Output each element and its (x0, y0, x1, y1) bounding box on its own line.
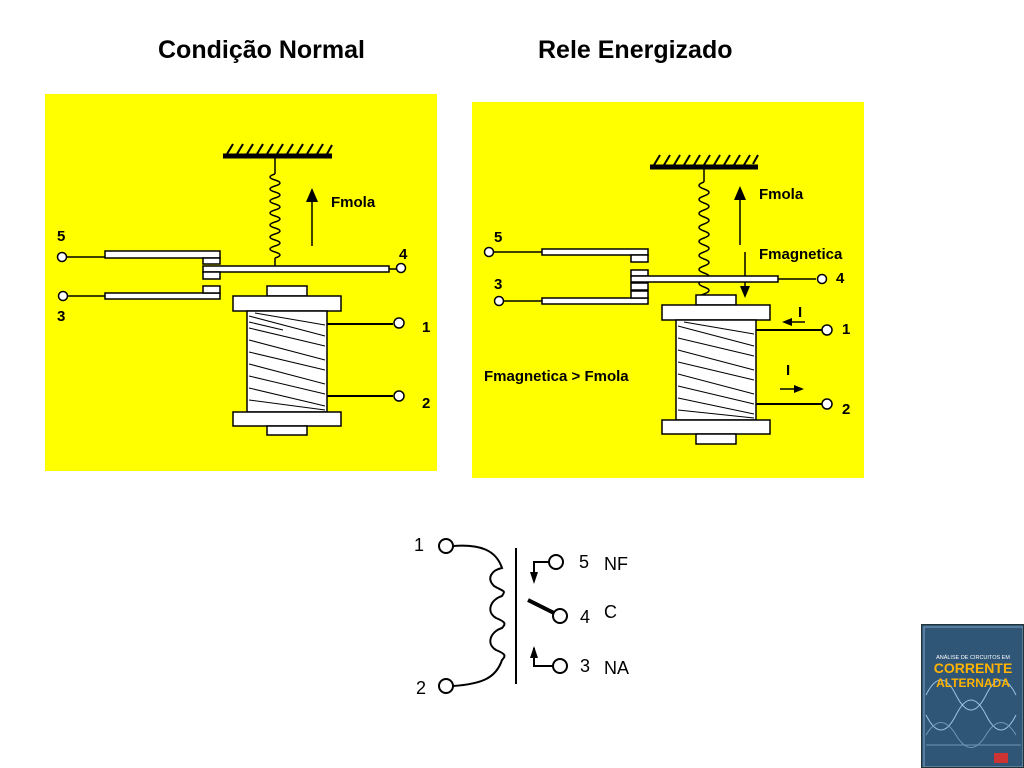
coil-energized (661, 294, 771, 445)
terminal-2-label: 2 (422, 395, 430, 412)
coil-winding (452, 544, 506, 687)
comparison-label: Fmagnetica > Fmola (484, 368, 629, 385)
terminal-1-label-energized: 1 (842, 321, 850, 338)
fmola-label-energized: Fmola (759, 186, 804, 203)
terminal-5-label-energized: 5 (494, 229, 502, 246)
c-label: C (604, 602, 617, 622)
pin-4-label: 4 (580, 607, 590, 627)
na-label: NA (604, 658, 629, 678)
terminal-3-label: 3 (57, 308, 65, 325)
fmola-label: Fmola (331, 194, 376, 211)
pin-5-label: 5 (579, 552, 589, 572)
pin-3-label: 3 (580, 656, 590, 676)
current-out-label: I (786, 362, 790, 379)
book-cover-thumbnail: ANÁLISE DE CIRCUITOS EM CORRENTE ALTERNA… (921, 624, 1024, 768)
ground-hatch (223, 143, 333, 159)
normal-condition-panel: Fmola 5 4 3 1 2 (45, 94, 437, 471)
relay-symbol: 1 2 5 NF 4 C 3 NA (410, 520, 650, 720)
terminal-4-label: 4 (399, 246, 408, 263)
coil (232, 285, 342, 436)
normal-relay-diagram: Fmola 5 4 3 1 2 (56, 143, 430, 436)
spring (269, 173, 281, 259)
current-in-label: I (798, 304, 802, 321)
ground-hatch-energized (650, 154, 759, 170)
terminal-4-label-energized: 4 (836, 270, 845, 287)
book-line2: CORRENTE (934, 660, 1013, 676)
book-line1: ANÁLISE DE CIRCUITOS EM (936, 654, 1010, 661)
terminal-3-label-energized: 3 (494, 276, 502, 293)
energized-relay-panel: Fmola Fmagnetica 5 4 3 F (472, 102, 864, 478)
nf-label: NF (604, 554, 628, 574)
relay-symbol-svg: 1 2 5 NF 4 C 3 NA (414, 535, 629, 698)
book-line3: ALTERNADA (936, 676, 1010, 690)
energized-relay-diagram: Fmola Fmagnetica 5 4 3 F (483, 154, 850, 445)
title-normal-condition: Condição Normal (158, 36, 365, 64)
pin-2-label: 2 (416, 678, 426, 698)
book-cover-art: ANÁLISE DE CIRCUITOS EM CORRENTE ALTERNA… (922, 625, 1023, 767)
terminal-2-label-energized: 2 (842, 401, 850, 418)
title-energized-relay: Rele Energizado (538, 36, 733, 64)
terminal-5-label: 5 (57, 228, 65, 245)
terminal-1-label: 1 (422, 319, 430, 336)
pin-1-label: 1 (414, 535, 424, 555)
fmagnetica-label: Fmagnetica (759, 246, 843, 263)
